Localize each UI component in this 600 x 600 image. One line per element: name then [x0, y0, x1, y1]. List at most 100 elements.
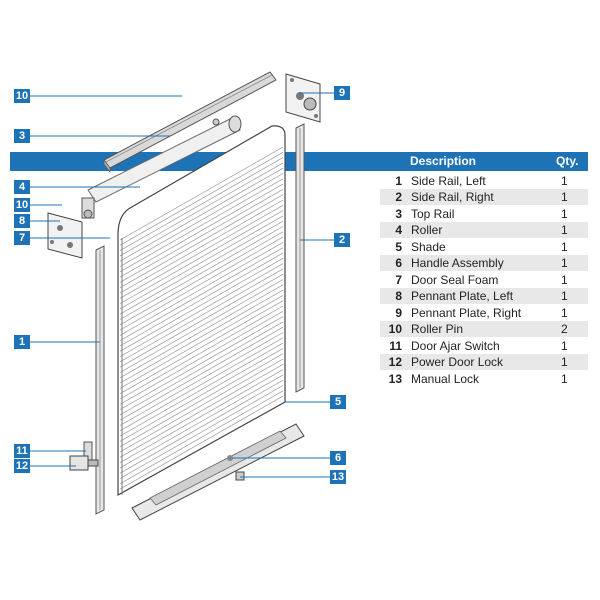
part-number: 9 — [395, 306, 402, 320]
table-row: 12 Power Door Lock 1 — [380, 355, 588, 371]
handle-assembly — [131, 423, 305, 521]
part-number: 13 — [388, 372, 402, 386]
part-description: Power Door Lock — [411, 355, 504, 369]
shade-slat — [119, 295, 284, 389]
part-number: 12 — [388, 355, 402, 369]
callout-6: 6 — [334, 452, 342, 464]
shade-slat — [119, 151, 284, 246]
part-description: Roller Pin — [411, 322, 464, 336]
shade-slat — [119, 279, 284, 373]
part-number: 6 — [395, 256, 402, 270]
table-row: 7 Door Seal Foam 1 — [380, 273, 588, 289]
shade-slat — [119, 316, 284, 410]
part-qty: 1 — [561, 289, 568, 303]
table-row: 5 Shade 1 — [380, 240, 588, 256]
shade-slat — [119, 263, 284, 357]
part-qty: 1 — [561, 207, 568, 221]
callout-13: 13 — [331, 471, 345, 483]
shade-slat — [119, 220, 284, 315]
callout-11: 11 — [16, 445, 28, 457]
table-row: 2 Side Rail, Right 1 — [380, 190, 588, 206]
part-qty: 1 — [561, 240, 568, 254]
part-description: Top Rail — [411, 207, 455, 221]
shade-slat — [119, 273, 284, 368]
shade-slat — [119, 173, 284, 267]
power-door-lock — [69, 455, 99, 471]
shade-slat — [119, 289, 284, 384]
callout-2: 2 — [338, 234, 346, 246]
part-qty: 1 — [561, 174, 568, 188]
callout-12: 12 — [15, 460, 29, 472]
part-qty: 1 — [561, 306, 568, 320]
part-description: Pennant Plate, Left — [411, 289, 514, 303]
shade-slat — [119, 326, 284, 421]
part-number: 11 — [389, 339, 402, 353]
shade-slat — [119, 284, 284, 379]
shade-slat — [119, 157, 284, 251]
shade-slat — [119, 199, 284, 294]
callout-3: 3 — [18, 130, 26, 142]
part-qty: 1 — [561, 223, 568, 237]
shade-slat — [119, 215, 284, 310]
shade-slat — [119, 204, 284, 299]
table-row: 10 Roller Pin 2 — [380, 322, 588, 338]
leader-lines — [30, 92, 334, 478]
table-row: 1 Side Rail, Left 1 — [380, 174, 588, 190]
shade-slat — [119, 178, 284, 273]
table-row: 3 Top Rail 1 — [380, 207, 588, 223]
callout-10-top: 10 — [15, 90, 29, 102]
part-description: Roller — [411, 223, 443, 237]
shade-slat — [119, 395, 284, 490]
shade-slat — [119, 363, 284, 458]
shade-slat — [119, 385, 284, 479]
part-qty: 1 — [561, 339, 568, 353]
table-header-qty: Qty. — [556, 154, 579, 168]
shade-slat — [119, 146, 284, 241]
part-number: 10 — [388, 322, 402, 336]
part-number: 5 — [395, 240, 402, 254]
shade-slat — [119, 353, 284, 448]
callout-boxes — [14, 86, 350, 484]
callout-5: 5 — [334, 396, 342, 408]
roller — [87, 115, 242, 203]
part-qty: 1 — [561, 256, 568, 270]
top-rail — [103, 71, 277, 173]
shade-slat — [119, 194, 284, 289]
table-row: 4 Roller 1 — [380, 223, 588, 239]
part-description: Door Ajar Switch — [411, 339, 500, 353]
shade-slat — [119, 379, 284, 474]
shade-slat — [119, 332, 284, 426]
shade-slat — [119, 300, 284, 395]
part-qty: 1 — [561, 190, 568, 204]
part-qty: 1 — [561, 372, 568, 386]
callout-10-left: 10 — [15, 199, 29, 211]
pennant-plate-left — [47, 212, 83, 259]
shade-slat — [119, 337, 284, 432]
shade-slat — [119, 305, 284, 400]
manual-lock — [235, 471, 245, 481]
shade-slat — [119, 268, 284, 363]
shade-slat — [119, 189, 284, 283]
shade-slat — [119, 162, 284, 257]
table-row: 6 Handle Assembly 1 — [380, 256, 588, 272]
part-description: Door Seal Foam — [411, 273, 499, 287]
shade-slat — [119, 226, 284, 320]
table-header-description: Description — [410, 154, 477, 168]
shade-slat — [119, 210, 284, 304]
part-number: 3 — [395, 207, 402, 221]
part-description: Handle Assembly — [411, 256, 504, 270]
shade-slat — [119, 236, 284, 331]
table-row: 11 Door Ajar Switch 1 — [380, 339, 588, 355]
shade-slat — [119, 369, 284, 463]
part-description: Manual Lock — [411, 372, 480, 386]
side-rail-right — [295, 123, 305, 393]
part-number: 4 — [395, 223, 402, 237]
table-row: 9 Pennant Plate, Right 1 — [380, 306, 588, 322]
callout-8: 8 — [18, 215, 26, 227]
part-number: 7 — [395, 273, 402, 287]
part-description: Side Rail, Left — [411, 174, 486, 188]
shade-slat — [119, 321, 284, 416]
shade-slat — [119, 390, 284, 485]
part-description: Pennant Plate, Right — [411, 306, 522, 320]
